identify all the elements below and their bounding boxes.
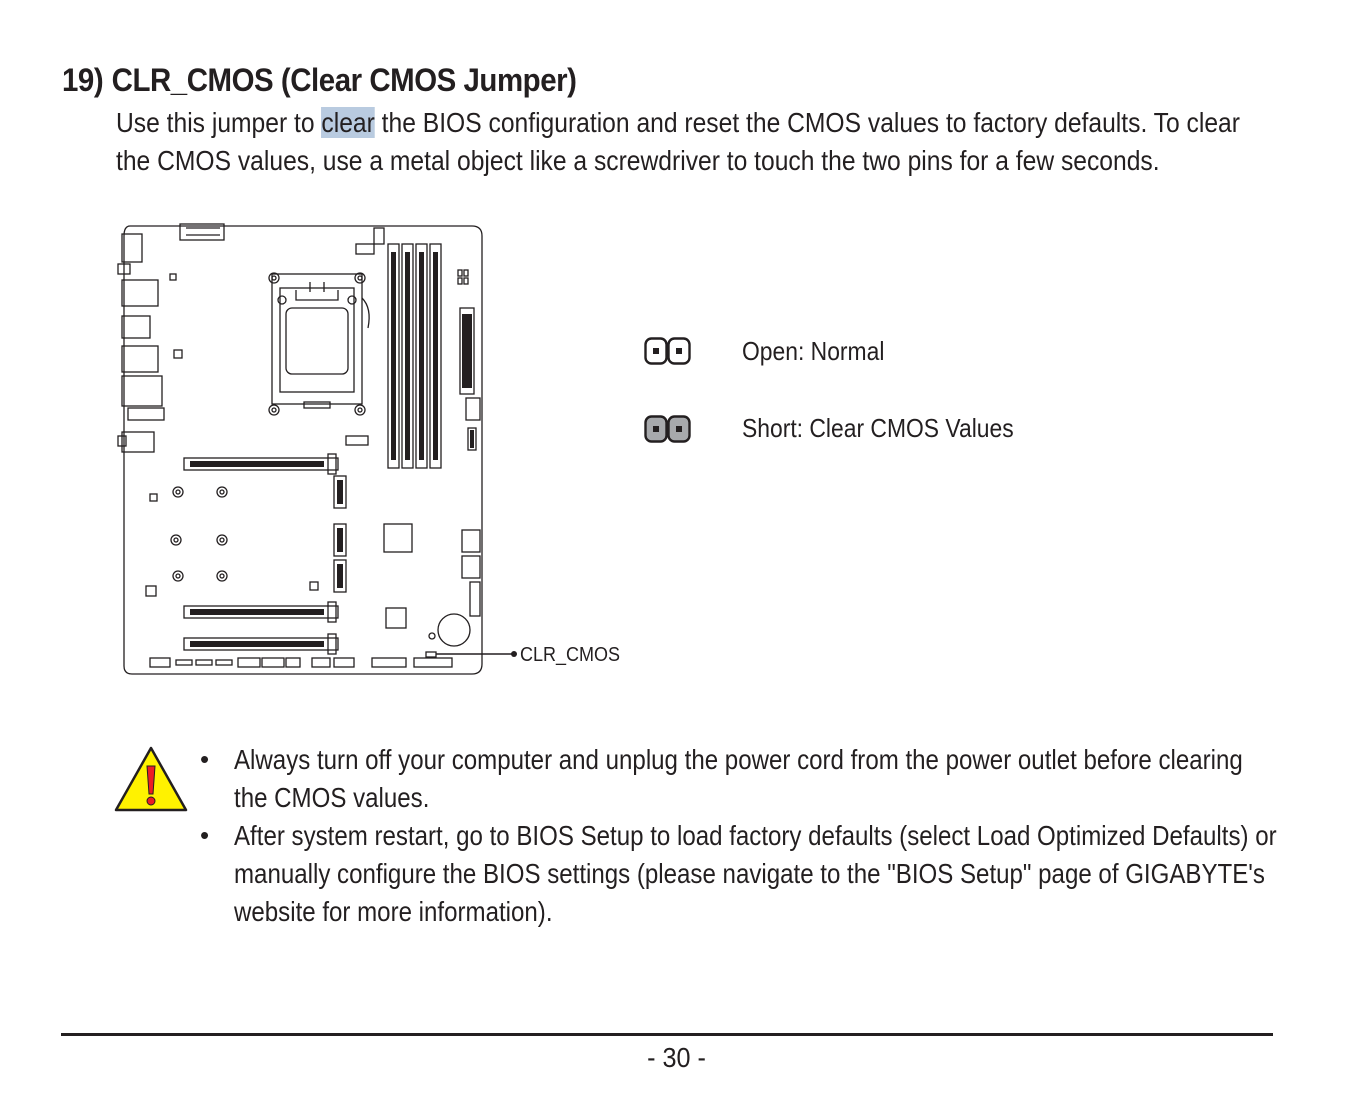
note-1-line-1: Always turn off your computer and unplug… (234, 744, 1243, 775)
intro-text-start: Use this jumper to (116, 107, 322, 138)
note-2-bullet: • (200, 820, 210, 850)
jumper-open-label: Open: Normal (742, 336, 885, 366)
jumper-short-label: Short: Clear CMOS Values (742, 413, 1014, 443)
warning-icon (114, 746, 188, 812)
note-2-line-3: website for more information). (234, 896, 553, 927)
clr-cmos-callout-label: CLR_CMOS (520, 644, 621, 666)
section-title: CLR_CMOS (Clear CMOS Jumper) (111, 62, 577, 98)
note-2-line-2: manually configure the BIOS settings (pl… (234, 858, 1265, 889)
note-1-bullet: • (200, 744, 210, 774)
footer-rule (61, 1033, 1273, 1036)
note-2-line-1: After system restart, go to BIOS Setup t… (234, 820, 1277, 851)
page-number: - 30 - (647, 1042, 706, 1073)
motherboard-diagram (117, 223, 517, 675)
intro-line-2: the CMOS values, use a metal object like… (116, 145, 1160, 176)
intro-line-1: Use this jumper to clear the BIOS config… (116, 104, 1240, 142)
highlighted-word: clear (321, 107, 375, 138)
note-1-line-2: the CMOS values. (234, 782, 430, 813)
intro-text-end: the BIOS configuration and reset the CMO… (374, 107, 1240, 138)
jumper-short-icon (644, 415, 691, 443)
jumper-open-icon (644, 337, 691, 365)
section-heading: 19)CLR_CMOS (Clear CMOS Jumper) (62, 62, 577, 99)
section-number: 19) (62, 62, 104, 98)
